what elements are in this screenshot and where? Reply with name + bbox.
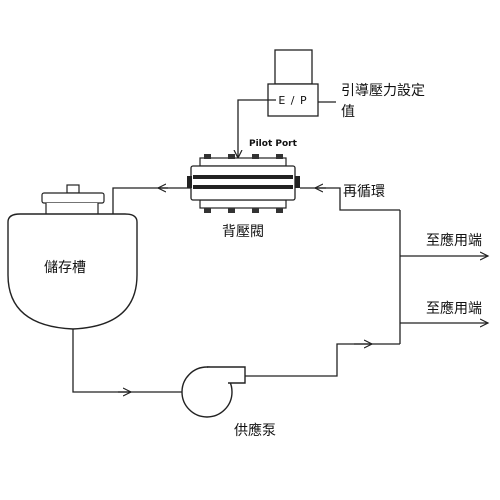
return-line	[112, 187, 191, 214]
use-point-label-1: 至應用端	[426, 232, 482, 249]
back-pressure-valve	[187, 154, 300, 213]
storage-tank	[7, 184, 138, 330]
pump-suction-line	[72, 329, 184, 393]
back-pressure-valve-label: 背壓閥	[222, 224, 264, 240]
pilot-port-label: Pilot Port	[249, 139, 298, 149]
ep-converter: E / P	[267, 49, 319, 117]
supply-pump	[181, 366, 246, 418]
use-point-label-2: 至應用端	[426, 300, 482, 317]
supply-pump-label: 供應泵	[234, 422, 276, 439]
ep-label: E / P	[278, 94, 307, 107]
storage-tank-label: 儲存槽	[44, 260, 86, 276]
recirculation-label: 再循環	[343, 184, 385, 200]
pilot-signal-line	[238, 99, 276, 158]
pilot-setting-label-2: 值	[341, 104, 355, 120]
pump-discharge-line	[245, 343, 400, 377]
pilot-setting-label: 引導壓力設定	[341, 83, 425, 99]
